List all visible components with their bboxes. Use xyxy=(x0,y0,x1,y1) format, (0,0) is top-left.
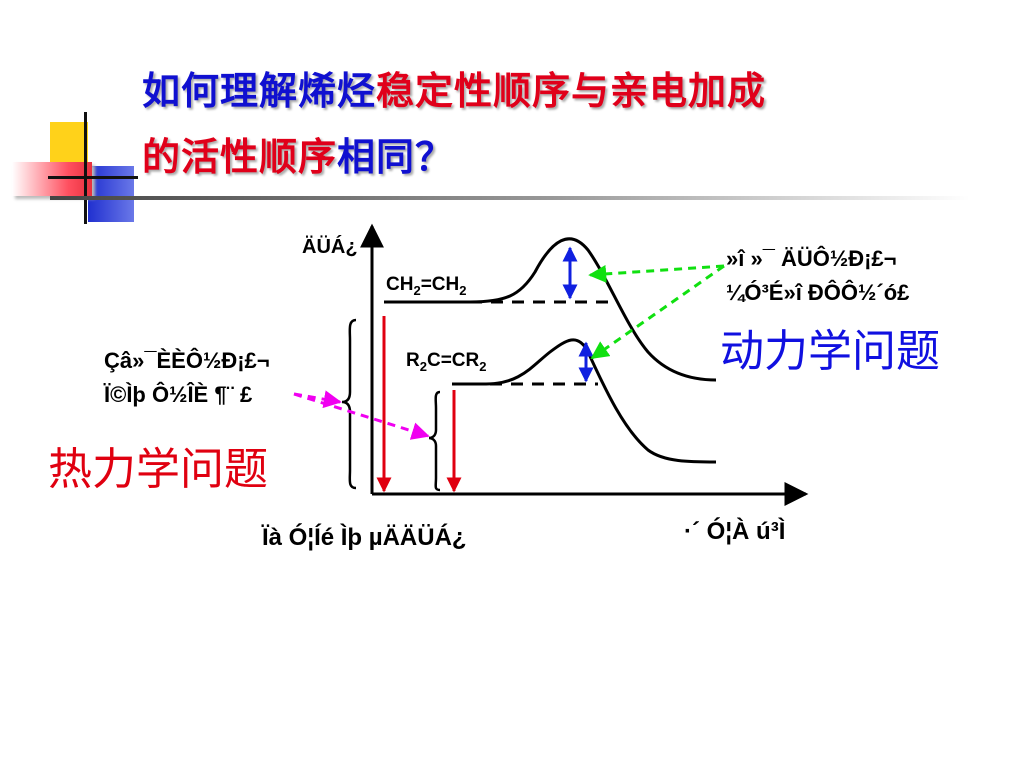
thermodynamics-label: 热力学问题 xyxy=(48,444,268,495)
page-title: 如何理解烯烃稳定性顺序与亲电加成 的活性顺序相同？ xyxy=(142,58,766,190)
deco-vertical-line xyxy=(84,112,87,224)
curve1-main: CH xyxy=(386,274,414,295)
title-underline xyxy=(50,196,970,200)
curve-substituted-label: R2C=CR2 xyxy=(406,350,486,374)
deco-red-bar xyxy=(12,162,92,196)
title-line1-red: 稳定性顺序与亲电加成 xyxy=(376,69,767,113)
deco-horizontal-line xyxy=(48,176,138,179)
deco-blue-square xyxy=(88,166,134,222)
curve2-sub2: 2 xyxy=(479,358,487,374)
brace-left-small xyxy=(428,390,441,492)
curve1-mid: =CH xyxy=(420,274,460,295)
magenta-pointer-2 xyxy=(293,392,430,440)
deco-yellow-square xyxy=(50,122,88,164)
curve-substituted-alkene xyxy=(452,338,717,464)
curve-ethylene xyxy=(384,237,717,382)
curve-ethylene-label: CH2=CH2 xyxy=(386,274,466,298)
title-line2-red: 的活性顺序 xyxy=(142,135,338,179)
kinetics-label: 动力学问题 xyxy=(720,326,940,377)
title-line1-blue: 如何理解烯烃 xyxy=(142,69,377,113)
left-note-line1: Çâ»¯ÈÈÔ½Ð¡£¬ xyxy=(104,348,270,373)
right-note-line1: »î »¯ ÄÜÔ½Ð¡£¬ xyxy=(726,246,897,271)
title-line2-blue: 相同？ xyxy=(337,135,455,179)
x-axis-right-label: ·´ Ó¦À ú³Ì xyxy=(684,518,786,545)
curve2-sub1: 2 xyxy=(419,358,427,374)
curve2-main: R xyxy=(406,350,420,371)
green-pointer-1 xyxy=(588,264,725,283)
curve2-mid: C=CR xyxy=(426,350,480,371)
y-axis-label: ÄÜÁ¿ xyxy=(302,236,358,258)
green-pointer-2 xyxy=(590,264,725,360)
left-note-line2: Ï©Ìþ Ô½ÎÈ ¶¨ £ xyxy=(104,382,253,407)
brace-left-large xyxy=(341,318,357,490)
curve1-sub2: 2 xyxy=(459,282,467,298)
curve1-sub1: 2 xyxy=(413,282,421,298)
right-note-line2: ¼Ó³É»î ÐÔÔ½´ó£ xyxy=(726,280,910,305)
x-axis-left-label: Ïà Ó¦Íé Ìþ µÄÄÜÁ¿ xyxy=(262,524,467,551)
